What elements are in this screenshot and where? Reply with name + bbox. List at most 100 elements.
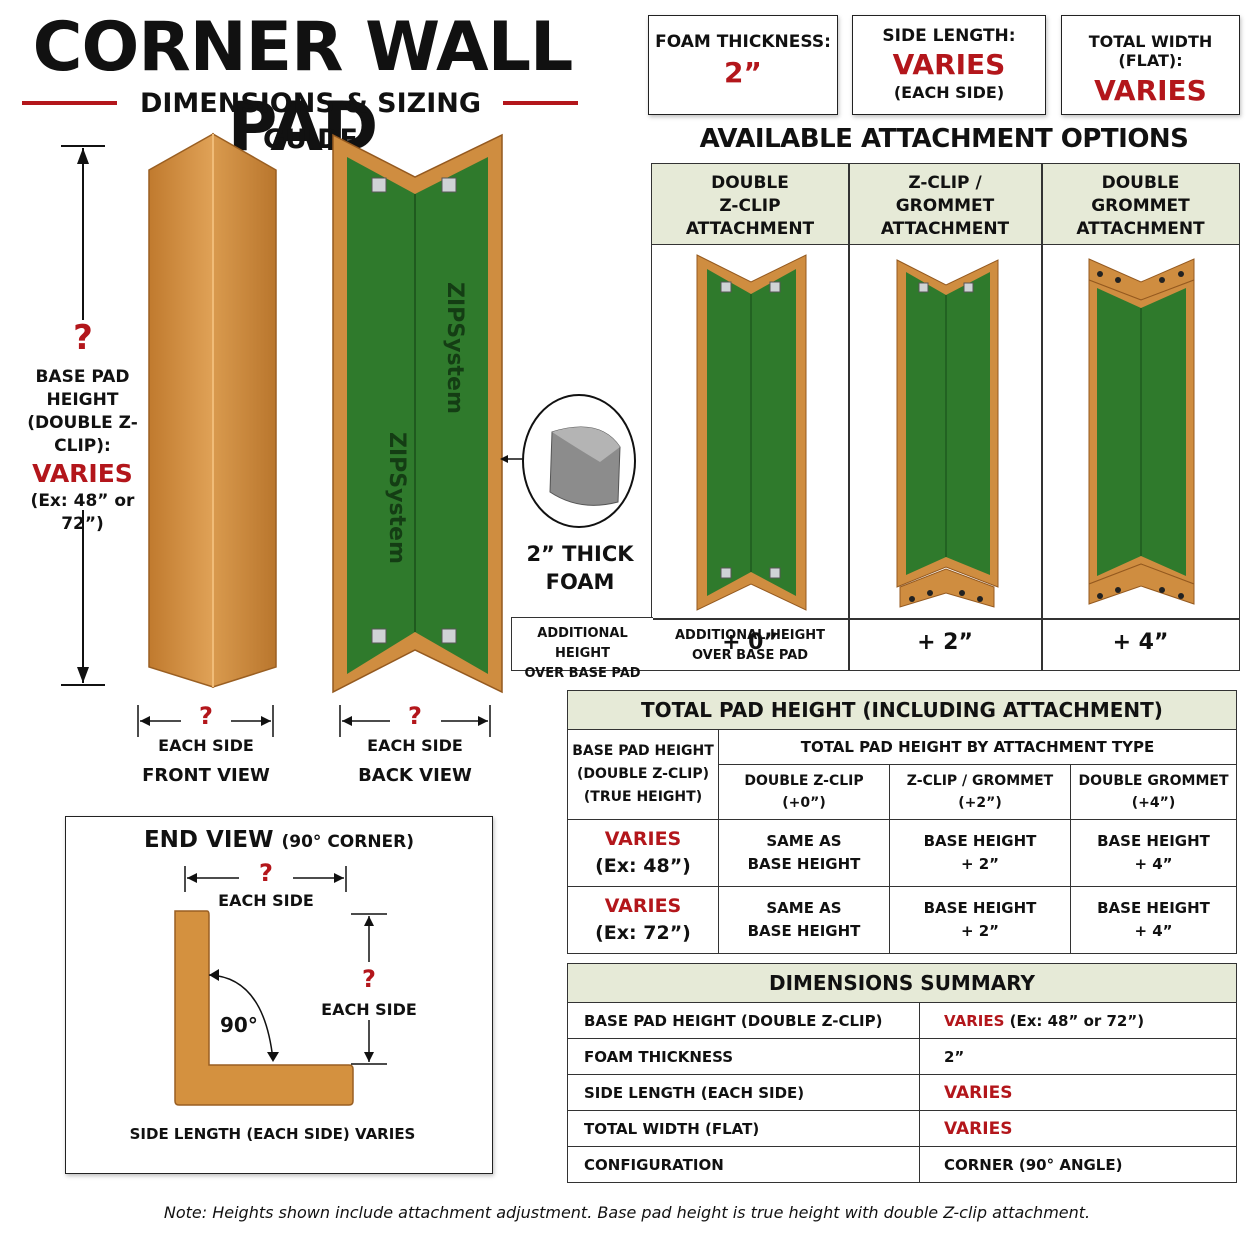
height-value: VARIES (32, 459, 133, 488)
type-header-name: DOUBLE Z-CLIP (744, 773, 864, 789)
summary-value-red: VARIES (944, 1082, 1013, 1103)
attachment-col-header-line: ATTACHMENT (1076, 219, 1205, 239)
height-cell-line: SAME AS (766, 899, 842, 917)
base-height-header-line: (TRUE HEIGHT) (583, 789, 703, 805)
attachment-col-header: DOUBLE GROMMET ATTACHMENT (1042, 172, 1239, 241)
table-row: CONFIGURATION CORNER (90° ANGLE) (567, 1146, 1237, 1183)
attachment-row-divider (652, 618, 1239, 620)
additional-height-label-line: OVER BASE PAD (524, 666, 641, 681)
svg-text:ZIPSystem: ZIPSystem (442, 282, 467, 414)
height-label-line: (DOUBLE Z-CLIP): (27, 413, 138, 456)
table-row: VARIES (Ex: 48”) SAME AS BASE HEIGHT BAS… (567, 819, 1237, 887)
height-label-line: BASE PAD (35, 367, 130, 387)
height-cell: SAME AS BASE HEIGHT (718, 819, 890, 887)
spec-value: 2” (724, 56, 762, 89)
table-row: SIDE LENGTH (EACH SIDE) VARIES (567, 1074, 1237, 1111)
height-cell: BASE HEIGHT + 2” (889, 819, 1071, 887)
height-cell: BASE HEIGHT + 4” (1070, 886, 1237, 954)
base-height-example: (Ex: 72”) (595, 922, 691, 944)
title-rule-left (22, 101, 117, 105)
table-row: VARIES (Ex: 72”) SAME AS BASE HEIGHT BAS… (567, 886, 1237, 954)
attachment-col-header-line: Z-CLIP / (908, 173, 982, 193)
spec-value: VARIES (1094, 74, 1207, 107)
additional-height-label-line: OVER BASE PAD (691, 648, 809, 663)
base-height-cell: VARIES (Ex: 72”) (567, 886, 719, 954)
svg-text:ZIPSystem: ZIPSystem (384, 432, 409, 564)
front-view-label: FRONT VIEW (142, 765, 270, 786)
spec-label: FOAM THICKNESS: (655, 32, 831, 52)
dimensions-summary: DIMENSIONS SUMMARY BASE PAD HEIGHT (DOUB… (567, 963, 1237, 1183)
height-cell: SAME AS BASE HEIGHT (718, 886, 890, 954)
end-view-right-question: ? (362, 965, 376, 993)
attachment-title: AVAILABLE ATTACHMENT OPTIONS (699, 124, 1189, 154)
type-header-add: (+4”) (1131, 795, 1176, 811)
base-height-value: VARIES (604, 828, 682, 850)
attachment-col-header-line: ATTACHMENT (685, 219, 815, 239)
height-cell-line: BASE HEIGHT (1097, 832, 1210, 850)
back-width-question: ? (408, 702, 422, 730)
front-each-side: EACH SIDE (158, 736, 254, 755)
height-cell-line: + 2” (960, 855, 1000, 873)
height-cell: BASE HEIGHT + 2” (889, 886, 1071, 954)
back-each-side: EACH SIDE (367, 736, 463, 755)
front-width-question: ? (199, 702, 213, 730)
summary-value: VARIES (919, 1074, 1237, 1111)
spec-box-foam: FOAM THICKNESS: 2” (648, 15, 838, 115)
end-view-right-dimension (351, 913, 387, 1065)
end-view-panel: END VIEW (90° CORNER) ? EACH SIDE 90° ? … (65, 816, 493, 1174)
table-row: BASE PAD HEIGHT (DOUBLE Z-CLIP) VARIES (… (567, 1002, 1237, 1039)
attachment-col-header-line: GROMMET (1091, 196, 1190, 216)
additional-height-label-line: ADDITIONAL HEIGHT (674, 628, 825, 643)
spec-value: VARIES (892, 48, 1006, 81)
height-cell-line: SAME AS (766, 832, 842, 850)
foam-sample-circle (522, 394, 636, 528)
attachment-col-header-line: DOUBLE (1101, 173, 1180, 193)
summary-label: CONFIGURATION (567, 1146, 920, 1183)
height-cell-line: BASE HEIGHT (923, 899, 1037, 917)
summary-label: SIDE LENGTH (EACH SIDE) (567, 1074, 920, 1111)
attachment-col-header-line: DOUBLE (711, 173, 789, 193)
height-label: BASE PAD HEIGHT (DOUBLE Z-CLIP): VARIES … (10, 366, 155, 536)
back-width-dimension (339, 705, 491, 737)
attachment-options-table: DOUBLE Z-CLIP ATTACHMENT Z-CLIP / GROMME… (651, 163, 1240, 671)
end-view-title: END VIEW (90° CORNER) (66, 827, 492, 853)
end-view-title-main: END VIEW (143, 827, 274, 853)
base-height-example: (Ex: 48”) (595, 855, 691, 877)
foam-callout-line: FOAM (545, 570, 615, 594)
summary-value-text: (Ex: 48” or 72”) (1004, 1011, 1145, 1030)
summary-label: FOAM THICKNESS (567, 1038, 920, 1075)
summary-value-text: 2” (944, 1047, 965, 1066)
attachment-col-header-line: ATTACHMENT (880, 219, 1010, 239)
height-example: (Ex: 48” or 72”) (30, 491, 135, 534)
attachment-col-header: Z-CLIP / GROMMET ATTACHMENT (849, 172, 1041, 241)
zclip-grommet-pad-image (896, 259, 999, 608)
end-view-angle: 90° (220, 1013, 258, 1037)
end-view-title-sub: (90° CORNER) (281, 832, 415, 852)
back-view-pad: ZIPSystem ZIPSystem (332, 133, 503, 694)
summary-value: CORNER (90° ANGLE) (919, 1146, 1237, 1183)
end-view-right-each-side: EACH SIDE (321, 1000, 417, 1019)
base-height-value: VARIES (604, 895, 682, 917)
total-height-title: TOTAL PAD HEIGHT (INCLUDING ATTACHMENT) (567, 690, 1237, 730)
additional-height-value: + 2” (917, 630, 973, 655)
attachment-col-header-line: Z-CLIP (719, 196, 781, 216)
type-header: DOUBLE Z-CLIP (+0”) (718, 764, 890, 820)
end-view-top-dimension (184, 866, 347, 892)
summary-label: BASE PAD HEIGHT (DOUBLE Z-CLIP) (567, 1002, 920, 1039)
end-view-caption: SIDE LENGTH (EACH SIDE) VARIES (129, 1125, 416, 1143)
base-height-header-line: BASE PAD HEIGHT (572, 743, 714, 759)
end-view-top-each-side: EACH SIDE (218, 891, 314, 910)
height-cell: BASE HEIGHT + 4” (1070, 819, 1237, 887)
height-cell-line: BASE HEIGHT (923, 832, 1037, 850)
spec-label: SIDE LENGTH: (882, 26, 1016, 46)
spec-box-side-length: SIDE LENGTH: VARIES (EACH SIDE) (852, 15, 1046, 115)
attachment-col-header-line: GROMMET (895, 196, 995, 216)
foam-callout-line: 2” THICK (526, 542, 634, 566)
attachment-col-divider (848, 164, 850, 670)
summary-value: VARIES (Ex: 48” or 72”) (919, 1002, 1237, 1039)
type-header-name: Z-CLIP / GROMMET (906, 773, 1054, 789)
summary-value-red: VARIES (944, 1011, 1005, 1030)
height-label-line: HEIGHT (46, 390, 119, 410)
height-cell-line: + 2” (960, 922, 1000, 940)
summary-value: 2” (919, 1038, 1237, 1075)
